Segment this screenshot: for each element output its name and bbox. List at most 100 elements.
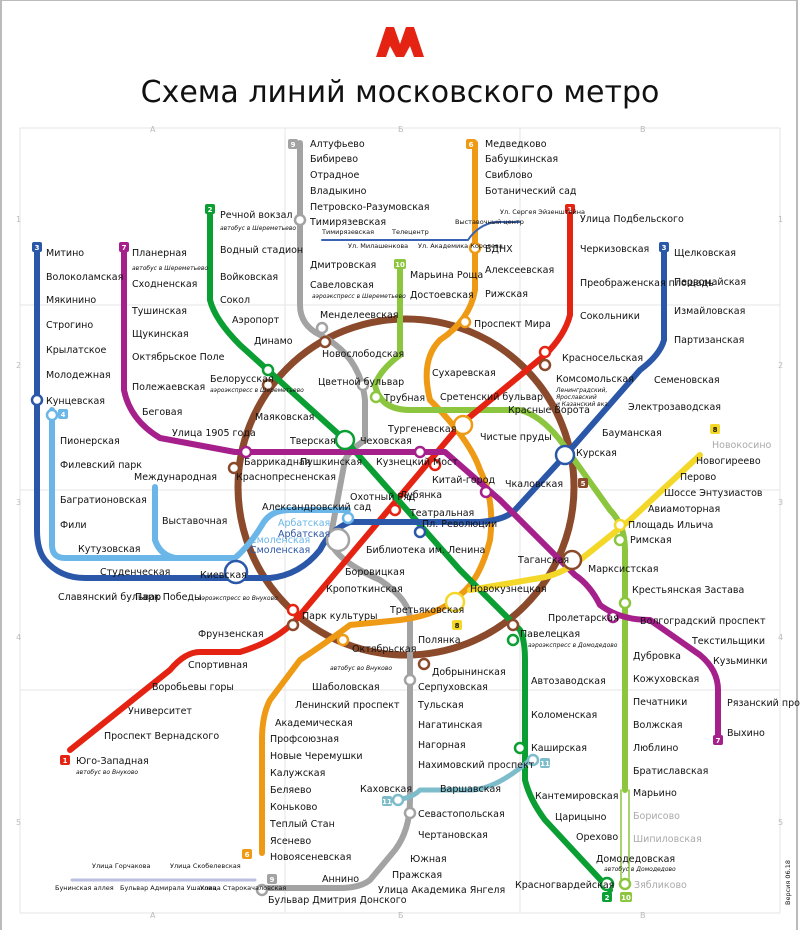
station-botanichesky-sad[interactable]: Ботанический сад bbox=[485, 186, 577, 197]
station-chkalovskaya[interactable]: Чкаловская bbox=[505, 479, 563, 490]
station-vystavochnaya[interactable]: Выставочная bbox=[162, 516, 227, 527]
station-lyublino[interactable]: Люблино bbox=[633, 743, 678, 754]
interchange-kashirskaya[interactable] bbox=[513, 741, 527, 755]
interchange-krasnopresnenskaya[interactable] bbox=[227, 461, 241, 475]
station-yangelya[interactable]: Улица Академика Янгеля bbox=[378, 885, 505, 896]
interchange-ploshchad-ilyicha[interactable] bbox=[613, 518, 627, 532]
interchange-kuznetsky[interactable] bbox=[413, 445, 427, 459]
station-semenovskaya[interactable]: Семеновская bbox=[654, 375, 720, 386]
interchange-rimskaya[interactable] bbox=[613, 533, 627, 547]
interchange-novoslobodskaya[interactable] bbox=[318, 335, 332, 349]
station-yasenevo[interactable]: Ясенево bbox=[270, 836, 311, 847]
station-mitino[interactable]: Митино bbox=[46, 248, 84, 259]
station-tsaritsyno[interactable]: Царицыно bbox=[555, 812, 607, 823]
interchange-aleksandrovsky[interactable] bbox=[341, 511, 355, 525]
station-krasnopresnenskaya[interactable]: Краснопресненская bbox=[236, 472, 336, 483]
interchange-krestyanskaya[interactable] bbox=[618, 596, 632, 610]
station-ploshchad-ilyicha[interactable]: Площадь Ильича bbox=[628, 520, 713, 531]
interchange-paveletskaya[interactable] bbox=[506, 618, 520, 632]
station-dostoevskaya[interactable]: Достоевская bbox=[410, 290, 474, 301]
interchange-paveletskaya-green[interactable] bbox=[506, 633, 520, 647]
station-ulitsa-starokachalovskaya[interactable]: Улица Старокачаловская bbox=[200, 884, 286, 892]
station-begovaya[interactable]: Беговая bbox=[142, 407, 182, 418]
station-polyanka[interactable]: Полянка bbox=[418, 635, 461, 646]
interchange-pushkinskaya[interactable] bbox=[334, 429, 356, 451]
interchange-komsomolskaya-ring[interactable] bbox=[538, 358, 552, 372]
station-belyaevo[interactable]: Беляево bbox=[270, 785, 312, 796]
station-pechatniki[interactable]: Печатники bbox=[633, 697, 687, 708]
station-tverskaya[interactable]: Тверская bbox=[289, 436, 336, 447]
interchange-vdnkh[interactable] bbox=[468, 241, 482, 255]
station-komsomolskaya[interactable]: Комсомольская bbox=[556, 374, 634, 385]
station-novoslobodskaya[interactable]: Новослободская bbox=[322, 349, 404, 360]
station-chistye-prudy[interactable]: Чистые пруды bbox=[480, 432, 552, 443]
station-volgogradsky[interactable]: Волгоградский проспект bbox=[640, 616, 766, 627]
station-bulvar-ushakova[interactable]: Бульвар Адмирала Ушакова bbox=[120, 884, 216, 892]
interchange-chistye-prudy[interactable] bbox=[452, 414, 474, 436]
station-polezhaevskaya[interactable]: Полежаевская bbox=[132, 382, 205, 393]
station-sevastopolskaya[interactable]: Севастопольская bbox=[418, 809, 505, 820]
station-baumanskaya[interactable]: Бауманская bbox=[602, 428, 662, 439]
station-maryina-roshcha[interactable]: Марьина Роща bbox=[410, 270, 483, 281]
station-savelovskaya[interactable]: Савеловская bbox=[310, 280, 374, 291]
interchange-timiryazevskaya[interactable] bbox=[293, 213, 307, 227]
station-bratislavskaya[interactable]: Братиславская bbox=[633, 766, 708, 777]
station-marksistskaya[interactable]: Марксистская bbox=[588, 564, 658, 575]
station-preobrazhenskaya[interactable]: Преображенская площадь bbox=[580, 278, 714, 289]
interchange-prospekt-mira[interactable] bbox=[458, 315, 472, 329]
station-tushinskaya[interactable]: Тушинская bbox=[131, 306, 187, 317]
station-sukharevskaya[interactable]: Сухаревская bbox=[432, 368, 496, 379]
station-dinamo[interactable]: Динамо bbox=[254, 336, 293, 347]
station-tekstilshchiki[interactable]: Текстильщики bbox=[691, 636, 765, 647]
station-novoyasenevskaya[interactable]: Новоясеневская bbox=[270, 852, 351, 863]
station-arbatskaya-4[interactable]: Арбатская bbox=[278, 518, 330, 529]
mono-timiryazevskaya[interactable]: Тимирязевская bbox=[321, 228, 374, 236]
station-prospekt-vernadskogo[interactable]: Проспект Вернадского bbox=[104, 731, 219, 742]
station-ryazansky[interactable]: Рязанский проспект bbox=[727, 698, 800, 709]
station-kuzminki[interactable]: Кузьминки bbox=[713, 656, 767, 667]
station-belorusskaya[interactable]: Белорусская bbox=[210, 374, 274, 385]
station-mendeleevskaya[interactable]: Менделеевская bbox=[320, 310, 399, 321]
station-vorobyovy-gory[interactable]: Воробьевы горы bbox=[152, 682, 234, 693]
mono-vystavochny[interactable]: Выставочный центр bbox=[455, 218, 524, 226]
mono-korolyova[interactable]: Ул. Академика Королева bbox=[418, 242, 503, 250]
station-profsoyuznaya[interactable]: Профсоюзная bbox=[270, 734, 339, 745]
interchange-park-kultury[interactable] bbox=[286, 603, 300, 617]
station-skhodnenskaya[interactable]: Сходненская bbox=[132, 279, 197, 290]
interchange-trubnaya[interactable] bbox=[369, 390, 383, 404]
station-tsvetnoy-bulvar[interactable]: Цветной бульвар bbox=[318, 377, 404, 388]
station-annino[interactable]: Аннино bbox=[322, 874, 359, 885]
station-bibirevo[interactable]: Бибирево bbox=[310, 154, 358, 165]
interchange-lubyanka[interactable] bbox=[428, 458, 442, 472]
station-universitet[interactable]: Университет bbox=[128, 706, 192, 717]
interchange-belorusskaya[interactable] bbox=[261, 363, 275, 377]
station-pionerskaya[interactable]: Пионерская bbox=[60, 436, 120, 447]
station-rimskaya[interactable]: Римская bbox=[630, 535, 672, 546]
station-myakinino[interactable]: Мякинино bbox=[46, 295, 96, 306]
station-otradnoe[interactable]: Отрадное bbox=[310, 170, 359, 181]
station-biblioteka-lenina[interactable]: Библиотека им. Ленина bbox=[366, 545, 485, 556]
station-bulvar-dmitriya-donskogo[interactable]: Бульвар Дмитрия Донского bbox=[268, 895, 407, 906]
station-volokolamskaya[interactable]: Волоколамская bbox=[46, 272, 123, 283]
station-ulitsa-skobelevskaya[interactable]: Улица Скобелевская bbox=[170, 862, 241, 870]
interchange-kakhovskaya[interactable] bbox=[391, 793, 405, 807]
interchange-okhotny-ryad[interactable] bbox=[388, 503, 402, 517]
interchange-zyablikovo[interactable] bbox=[618, 877, 632, 891]
station-aeroport[interactable]: Аэропорт bbox=[232, 315, 280, 326]
interchange-bulvar-dd[interactable] bbox=[255, 883, 269, 897]
station-domodedovskaya[interactable]: Домодедовская bbox=[596, 854, 675, 865]
station-sportivnaya[interactable]: Спортивная bbox=[188, 660, 248, 671]
station-park-kultury[interactable]: Парк культуры bbox=[302, 611, 377, 622]
interchange-taganskaya[interactable] bbox=[561, 549, 583, 571]
station-sokolniki[interactable]: Сокольники bbox=[580, 311, 640, 322]
station-krasnye-vorota[interactable]: Красные Ворота bbox=[508, 405, 590, 416]
station-yugo-zapadnaya[interactable]: Юго-Западная bbox=[76, 756, 149, 767]
station-studencheskaya[interactable]: Студенческая bbox=[100, 567, 170, 578]
station-serpukhovskaya[interactable]: Серпуховская bbox=[418, 682, 488, 693]
station-shabolovskaya[interactable]: Шаболовская bbox=[312, 682, 380, 693]
station-volzhskaya[interactable]: Волжская bbox=[633, 720, 682, 731]
station-trubnaya[interactable]: Трубная bbox=[383, 393, 425, 404]
station-dubrovka[interactable]: Дубровка bbox=[633, 651, 681, 662]
station-teatralnaya[interactable]: Театральная bbox=[409, 508, 474, 519]
station-mezhdunarodnaya[interactable]: Международная bbox=[134, 472, 217, 483]
